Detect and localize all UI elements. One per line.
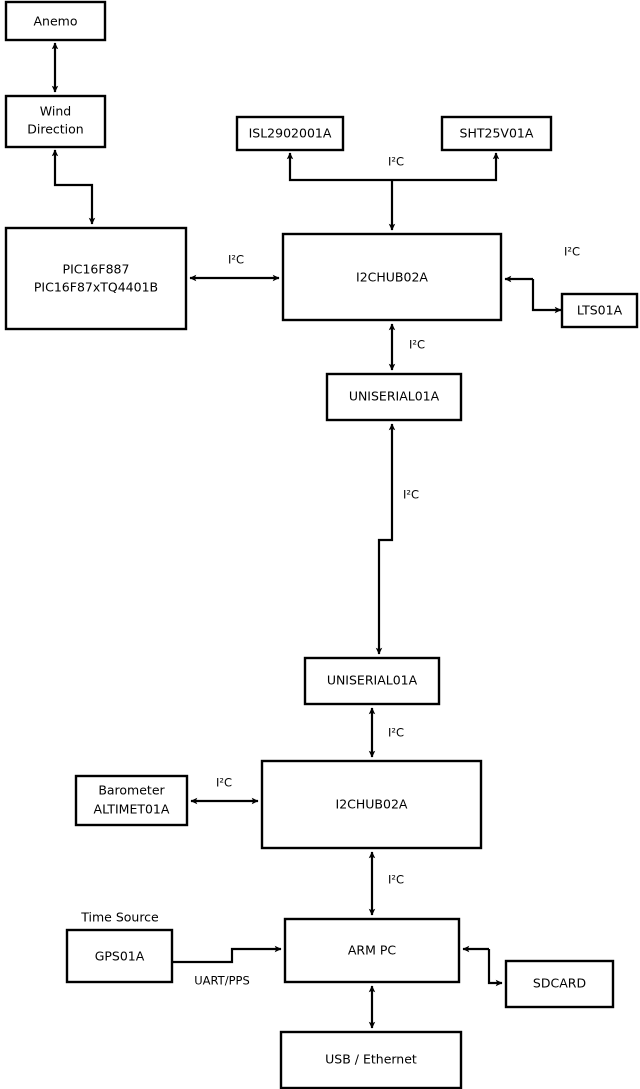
edge-sensorbus-to-sht [392, 152, 500, 182]
edge-armpc-to-sdcard [487, 949, 503, 987]
node-gps01a-box[interactable] [65, 928, 174, 984]
node-barometer-label-line2: ALTIMET01A [94, 802, 170, 817]
node-arm-pc-label: ARM PC [348, 943, 397, 958]
node-i2chub02a-top[interactable]: I2CHUB02A [281, 232, 503, 322]
node-uniserial01a-bottom[interactable]: UNISERIAL01A [303, 656, 441, 706]
node-arm-pc[interactable]: ARM PC [283, 917, 461, 984]
node-usb-ethernet[interactable]: USB / Ethernet [279, 1030, 463, 1089]
node-sht25v01a-label: SHT25V01A [460, 126, 534, 141]
edge-gps-armpc [172, 945, 282, 964]
node-i2chub02a-bottom[interactable]: I2CHUB02A [260, 759, 483, 850]
node-uniserial01a-bottom-box[interactable] [303, 656, 441, 706]
edge-uniserial-link [375, 423, 396, 655]
edge-label-i2c-hub-armpc: I²C [388, 873, 404, 887]
edge-label-i2c-hub-uniserial: I²C [409, 338, 425, 352]
node-i2chub02a-top-label: I2CHUB02A [356, 270, 428, 285]
node-pic-label-line1: PIC16F887 [63, 262, 130, 277]
node-uniserial01a-top-box[interactable] [325, 372, 463, 422]
edge-wind-direction-pic [51, 149, 96, 225]
node-pic-box[interactable] [4, 226, 188, 331]
node-wind-direction-box[interactable] [4, 94, 107, 149]
node-anemo-label: Anemo [34, 14, 78, 29]
node-pic[interactable]: PIC16F887 PIC16F87xTQ4401B [4, 226, 188, 331]
node-sdcard-label: SDCARD [533, 976, 586, 991]
node-isl2902001a[interactable]: ISL2902001A [235, 115, 345, 152]
node-anemo[interactable]: Anemo [4, 0, 107, 42]
edge-label-i2c-top-sensors: I²C [388, 155, 404, 169]
node-arm-pc-box[interactable] [283, 917, 461, 984]
edge-sensorbus-to-isl [286, 152, 392, 182]
label-time-source: Time Source [80, 910, 159, 925]
node-uniserial01a-bottom-label: UNISERIAL01A [327, 673, 418, 688]
node-i2chub02a-top-box[interactable] [281, 232, 503, 322]
node-usb-ethernet-label: USB / Ethernet [325, 1052, 417, 1067]
node-anemo-box[interactable] [4, 0, 107, 42]
node-sdcard[interactable]: SDCARD [504, 959, 615, 1009]
node-gps01a-label: GPS01A [95, 949, 145, 964]
node-lts01a-box[interactable] [560, 292, 639, 329]
edge-label-i2c-barometer-hub: I²C [216, 776, 232, 790]
edge-hub-to-lts [531, 279, 562, 314]
edge-label-i2c-uniserial-link: I²C [403, 488, 419, 502]
node-wind-direction[interactable]: Wind Direction [4, 94, 107, 149]
node-barometer[interactable]: Barometer ALTIMET01A [74, 774, 189, 827]
node-wind-direction-label-line1: Wind [40, 104, 71, 119]
node-gps01a[interactable]: GPS01A [65, 928, 174, 984]
node-sht25v01a[interactable]: SHT25V01A [440, 115, 553, 152]
edge-label-i2c-pic-hub: I²C [228, 253, 244, 267]
node-i2chub02a-bottom-box[interactable] [260, 759, 483, 850]
node-lts01a-label: LTS01A [577, 303, 623, 318]
node-pic-label-line2: PIC16F87xTQ4401B [34, 280, 158, 295]
edge-label-uart-pps: UART/PPS [194, 974, 250, 988]
node-isl2902001a-box[interactable] [235, 115, 345, 152]
node-wind-direction-label-line2: Direction [27, 122, 83, 137]
node-sht25v01a-box[interactable] [440, 115, 553, 152]
node-lts01a[interactable]: LTS01A [560, 292, 639, 329]
node-sdcard-box[interactable] [504, 959, 615, 1009]
edge-label-i2c-hub-lts: I²C [564, 245, 580, 259]
node-uniserial01a-top[interactable]: UNISERIAL01A [325, 372, 463, 422]
node-isl2902001a-label: ISL2902001A [249, 126, 332, 141]
node-uniserial01a-top-label: UNISERIAL01A [349, 389, 440, 404]
edge-label-i2c-uniserial-hub-bottom: I²C [388, 726, 404, 740]
node-barometer-box[interactable] [74, 774, 189, 827]
node-i2chub02a-bottom-label: I2CHUB02A [336, 797, 408, 812]
node-usb-ethernet-box[interactable] [279, 1030, 463, 1089]
node-barometer-label-line1: Barometer [98, 783, 165, 798]
